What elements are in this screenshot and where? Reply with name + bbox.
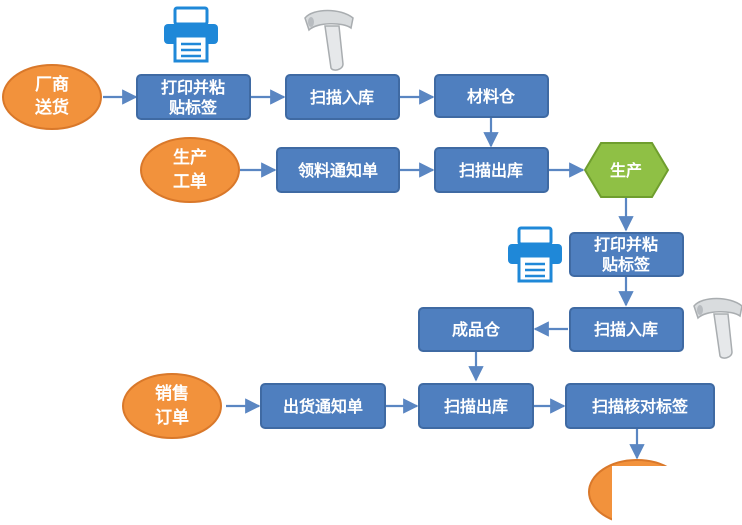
node-scan-verify-label: 扫描核对标签 [565,383,715,429]
node-finished-warehouse: 成品仓 [418,307,534,352]
node-label: 贴标签 [169,98,218,117]
node-scan-out-2: 扫描出库 [418,383,534,429]
node-label: 销售 [155,383,189,404]
node-label: 领料通知单 [298,161,378,180]
node-label: 扫描入库 [310,88,374,107]
node-label: 扫描入库 [594,320,658,339]
node-scan-out-1: 扫描出库 [434,147,549,193]
node-label: 材料仓 [467,87,516,106]
node-label: 送货 [35,97,69,118]
node-scan-in-2: 扫描入库 [569,307,684,352]
printer-icon [508,226,562,283]
node-label: 生产 [610,161,642,180]
node-label: 成品仓 [452,320,501,339]
node-supplier-delivery: 厂商 送货 [2,64,102,130]
node-label: 打印并粘 [594,235,658,254]
printer-icon [164,6,218,63]
node-shipping-notice: 出货通知单 [260,383,386,429]
node-label: 扫描核对标签 [592,397,689,416]
node-label: 出货通知单 [283,397,363,416]
node-label: 生产 [173,147,207,168]
node-label: 工单 [173,171,207,192]
node-material-requisition: 领料通知单 [276,147,400,193]
node-print-label-1: 打印并粘 贴标签 [136,74,251,120]
barcode-scanner-icon [304,9,354,71]
node-material-warehouse: 材料仓 [434,74,549,118]
node-sales-order: 销售 订单 [122,373,222,439]
connectors [103,89,645,460]
node-label: 厂商 [35,74,69,95]
node-production: 生产 [583,142,670,198]
node-label: 扫描出库 [444,397,508,416]
barcode-scanner-icon [693,297,742,359]
node-end-partial [588,459,742,525]
node-print-label-2: 打印并粘 贴标签 [569,232,684,277]
node-scan-in-1: 扫描入库 [285,74,400,120]
node-production-order: 生产 工单 [140,137,240,203]
node-label: 扫描出库 [459,161,523,180]
node-label: 订单 [155,407,189,428]
node-label: 贴标签 [602,255,651,274]
node-label: 打印并粘 [161,78,225,97]
